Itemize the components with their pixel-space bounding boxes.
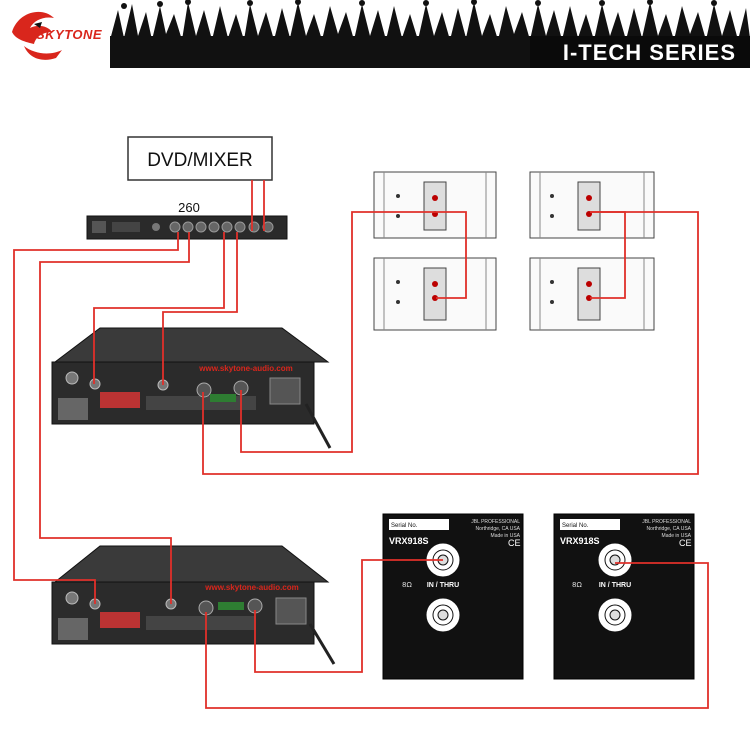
cable-amp1-left-speakers: [240, 211, 434, 453]
brand-name: SKYTONE: [36, 27, 103, 42]
sub-model: VRX918S: [560, 536, 600, 546]
sub-model: VRX918S: [389, 536, 429, 546]
cable-processor-amp1-a: [93, 232, 225, 384]
subwoofer-panel: Serial No. JBL PROFESSIONAL Northridge, …: [553, 513, 695, 680]
sub-impedance: 8Ω: [572, 581, 582, 589]
speaker-cabinet: [373, 257, 497, 331]
skytone-logo: [12, 11, 62, 60]
sub-impedance: 8Ω: [402, 581, 412, 589]
sub-origin: Made in USA: [491, 533, 521, 539]
processor-label: 260: [178, 200, 200, 215]
sub-ce-mark: CE: [679, 538, 692, 548]
speaker-cabinet: [373, 171, 497, 239]
cable-processor-amp2-a: [13, 232, 179, 604]
sub-maker: JBL PROFESSIONAL: [471, 519, 520, 525]
cable-speaker-link-right: [590, 211, 626, 299]
sub-origin: Made in USA: [662, 533, 692, 539]
sub-ce-mark: CE: [508, 538, 521, 548]
subwoofer-panel: Serial No. JBL PROFESSIONAL Northridge, …: [382, 513, 524, 680]
cable-processor-amp1-b: [162, 232, 238, 385]
sub-connector-label: IN / THRU: [427, 582, 459, 589]
speaker-cabinet: [529, 257, 655, 331]
signal-cables: [13, 180, 709, 709]
cable-amp1-right-speakers: [202, 211, 699, 475]
sub-connector-label: IN / THRU: [599, 582, 631, 589]
sub-city: Northridge, CA USA: [647, 526, 692, 532]
dvd-mixer-source: DVD/MIXER: [127, 136, 273, 181]
speaker-cabinet: [529, 171, 655, 239]
power-inlet-icon: [92, 221, 106, 233]
cable-processor-amp2-b: [39, 232, 190, 604]
amplifier-watermark: www.skytone-audio.com: [204, 583, 299, 592]
cable-speaker-link-left: [434, 211, 467, 299]
source-label: DVD/MIXER: [147, 150, 253, 171]
sub-city: Northridge, CA USA: [476, 526, 521, 532]
power-cord-amp1: [304, 403, 332, 449]
sub-maker: JBL PROFESSIONAL: [642, 519, 691, 525]
amplifier-watermark: www.skytone-audio.com: [198, 364, 293, 373]
amplifier-top: www.skytone-audio.com: [51, 327, 330, 425]
crowd-silhouette-band: [0, 0, 750, 68]
sub-serial: Serial No.: [562, 523, 589, 529]
sub-serial: Serial No.: [391, 523, 418, 529]
header-banner: SKYTONE I-TECH SERIES: [0, 0, 750, 68]
power-cord-amp2: [308, 623, 336, 665]
cable-amp2-sub-left: [254, 559, 443, 673]
speaker-cabinets-top: [373, 171, 655, 331]
processor-260: 260: [86, 200, 288, 240]
series-title: I-TECH SERIES: [562, 40, 736, 65]
amplifier-bottom: www.skytone-audio.com: [51, 545, 330, 645]
cable-amp2-sub-right: [205, 562, 709, 709]
wiring-diagram: DVD/MIXER 260: [13, 136, 709, 709]
